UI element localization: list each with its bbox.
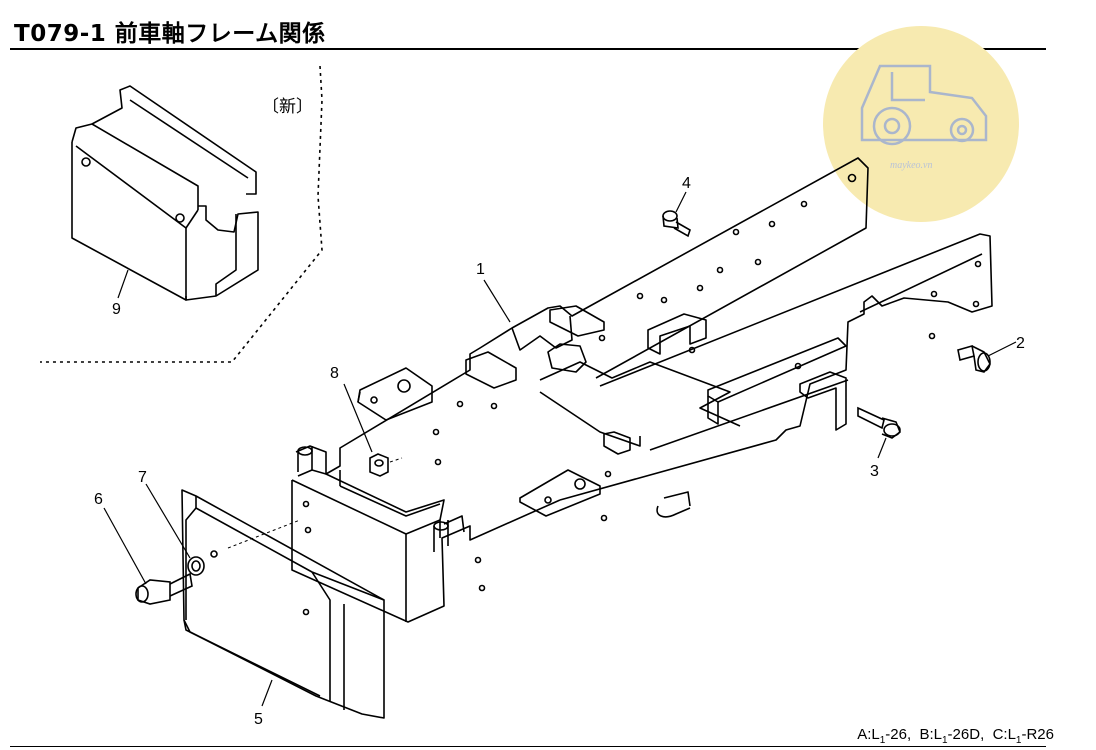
callout-8: 8	[330, 365, 339, 382]
part-7-washer	[187, 550, 218, 576]
callout-5: 5	[254, 711, 263, 728]
part-9-cover	[71, 85, 259, 301]
callout-6: 6	[94, 491, 103, 508]
callout-1: 1	[476, 261, 485, 278]
callout-9: 9	[112, 301, 121, 318]
model-applicability: A:L1-26, B:L1-26D, C:L1-R26	[857, 726, 1054, 746]
part-1-frame	[291, 157, 993, 623]
model-a: A:L1-26	[857, 726, 907, 746]
watermark-logo: maykeo.vn	[823, 26, 1019, 222]
callout-3: 3	[870, 463, 879, 480]
model-b: B:L1-26D	[919, 726, 981, 746]
part-5-front-plate	[181, 489, 385, 719]
page-title: T079-1 前車軸フレーム関係	[14, 21, 326, 47]
watermark-text: maykeo.vn	[890, 160, 932, 171]
title-underline	[10, 48, 1046, 50]
bottom-rule	[10, 746, 1046, 747]
part-6-bolt	[135, 572, 193, 605]
model-c: C:L1-R26	[992, 726, 1054, 746]
part-2-bolt	[957, 344, 991, 373]
new-part-tag: 〔新〕	[262, 97, 313, 117]
part-3-bolt	[857, 406, 901, 439]
part-4-bolt	[662, 210, 691, 238]
callout-4: 4	[682, 175, 691, 192]
tractor-icon	[860, 64, 988, 146]
callout-7: 7	[138, 469, 147, 486]
new-part-boundary	[40, 65, 323, 363]
part-8-nut	[369, 453, 389, 477]
callout-2: 2	[1016, 335, 1025, 352]
